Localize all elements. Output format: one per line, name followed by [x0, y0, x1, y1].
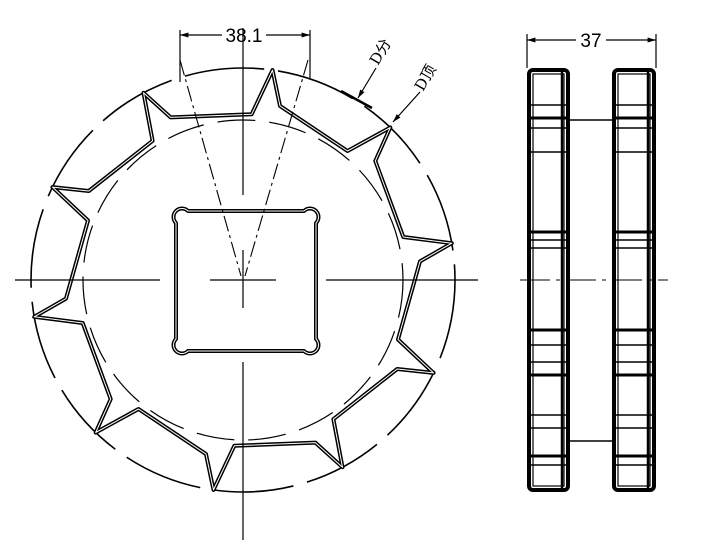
root-diameter-label: D分	[366, 36, 395, 68]
width-dimension-label: 37	[580, 31, 601, 52]
centerlines	[15, 28, 478, 540]
front-view: 38.1 D分 D顶	[15, 26, 478, 540]
tip-diameter-leader	[392, 91, 421, 123]
side-view: 37	[520, 31, 668, 492]
sprocket-teeth-profile-inner	[33, 69, 453, 491]
tip-diameter-label: D顶	[411, 62, 440, 94]
pitch-angle-lines	[179, 59, 309, 277]
root-diameter-leader	[340, 67, 377, 110]
square-hole	[171, 206, 321, 356]
pitch-dimension	[179, 30, 311, 82]
pitch-dimension-label: 38.1	[226, 26, 263, 47]
width-dimension	[526, 34, 657, 68]
